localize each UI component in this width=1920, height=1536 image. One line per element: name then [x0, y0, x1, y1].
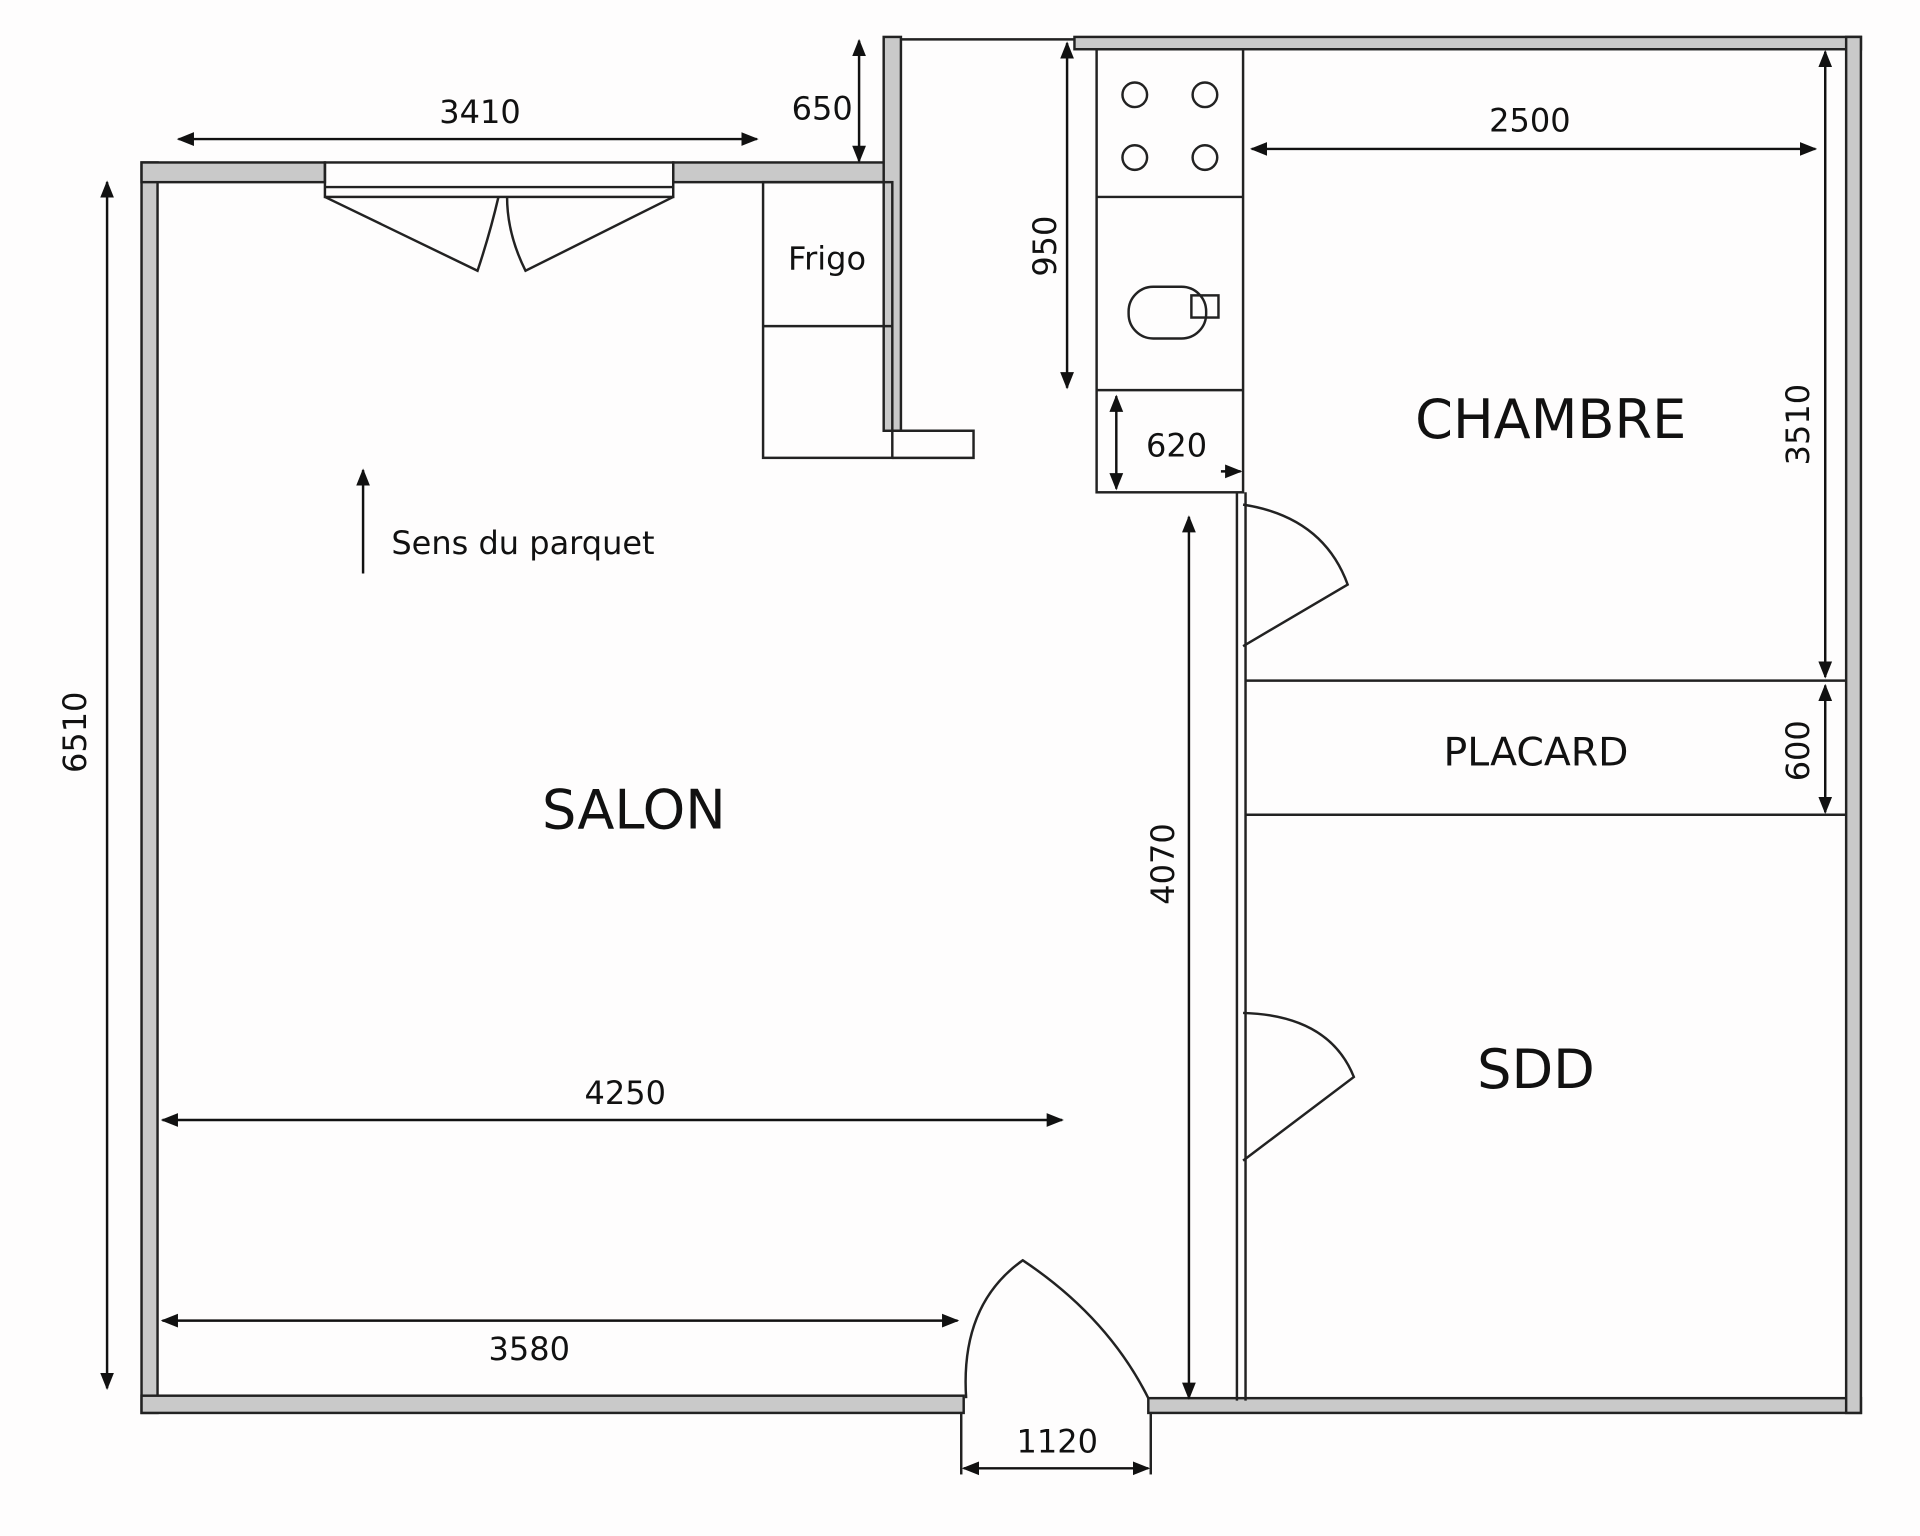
salon-left-wall	[140, 161, 159, 1415]
bottom-wall-left	[140, 1394, 965, 1415]
dim-650: 650	[792, 89, 853, 127]
doors	[964, 503, 1356, 1399]
dim-3580: 3580	[489, 1330, 570, 1368]
floor-direction-label: Sens du parquet	[391, 524, 654, 562]
bottom-wall-right	[1147, 1396, 1863, 1415]
sink-icon	[1127, 285, 1220, 340]
floor-direction: Sens du parquet	[356, 468, 655, 574]
frigo-unit	[761, 180, 894, 460]
room-salon: SALON	[542, 778, 726, 841]
room-chambre: CHAMBRE	[1415, 388, 1686, 451]
kitchen: Frigo	[761, 48, 1245, 494]
dim-2500: 2500	[1489, 102, 1570, 140]
cooktop-icon	[1121, 81, 1219, 172]
room-sdd: SDD	[1477, 1038, 1595, 1101]
entry-door	[964, 1258, 1150, 1399]
window	[323, 161, 675, 273]
chambre-door	[1242, 503, 1350, 648]
walls	[140, 35, 1863, 1415]
dim-620: 620	[1146, 427, 1207, 465]
dim-3410: 3410	[439, 93, 520, 131]
salon-top-wall-left	[140, 161, 327, 184]
salon-top-wall-right	[672, 161, 894, 184]
right-wall	[1844, 35, 1863, 1415]
dim-4250: 4250	[585, 1074, 666, 1112]
top-wall	[1073, 35, 1863, 51]
room-placard: PLACARD	[1444, 730, 1629, 776]
dim-4070: 4070	[1144, 823, 1182, 904]
dim-3510: 3510	[1779, 384, 1817, 465]
dim-1120: 1120	[1017, 1422, 1098, 1460]
frigo-label: Frigo	[788, 240, 866, 278]
dim-950: 950	[1026, 216, 1064, 277]
kitchen-counter	[1095, 48, 1245, 494]
room-labels: SALON CHAMBRE PLACARD SDD	[542, 388, 1686, 1101]
dim-6510: 6510	[56, 692, 94, 773]
dim-600: 600	[1779, 720, 1817, 781]
dimensions: 3410 650 950 620 2500 3510 600 6510 4070…	[56, 38, 1833, 1476]
sdd-door	[1242, 1011, 1356, 1162]
